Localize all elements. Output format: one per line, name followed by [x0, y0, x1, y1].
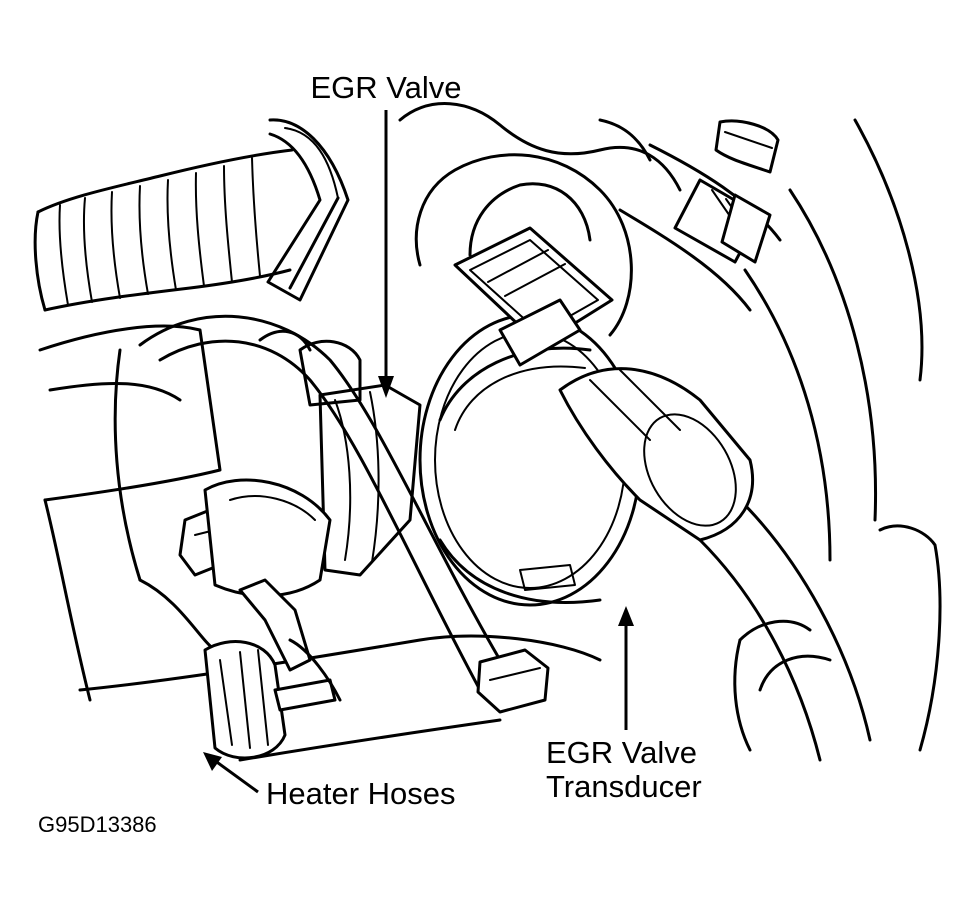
heater-hoses-leader: [213, 758, 259, 794]
bolt: [178, 478, 332, 598]
labels: EGR Valve EGR Valve Transducer Heater Ho…: [38, 70, 702, 837]
vacuum-hose: [138, 314, 550, 714]
transducer-hose: [698, 498, 872, 762]
right-panel: [733, 118, 942, 752]
transducer-arrowhead: [618, 606, 634, 626]
engine-illustration: [33, 102, 942, 762]
upper-left-duct: [33, 148, 294, 312]
egr-valve-arrowhead: [378, 376, 394, 398]
figure-code: G95D13386: [38, 812, 157, 837]
callout-lines: [203, 110, 634, 794]
lower-left-block: [38, 324, 222, 702]
egr-valve-label: EGR Valve: [310, 70, 461, 105]
right-hose: [618, 119, 782, 312]
heater-hoses-arrowhead: [203, 752, 222, 771]
transducer-label-line1: EGR Valve: [546, 735, 697, 770]
upper-bracket: [266, 118, 350, 302]
transducer-label-line2: Transducer: [546, 769, 702, 804]
heater-hoses: [78, 578, 602, 762]
upper-hose: [398, 102, 682, 337]
heater-hoses-label: Heater Hoses: [266, 776, 456, 811]
egr-transducer: [418, 226, 755, 607]
